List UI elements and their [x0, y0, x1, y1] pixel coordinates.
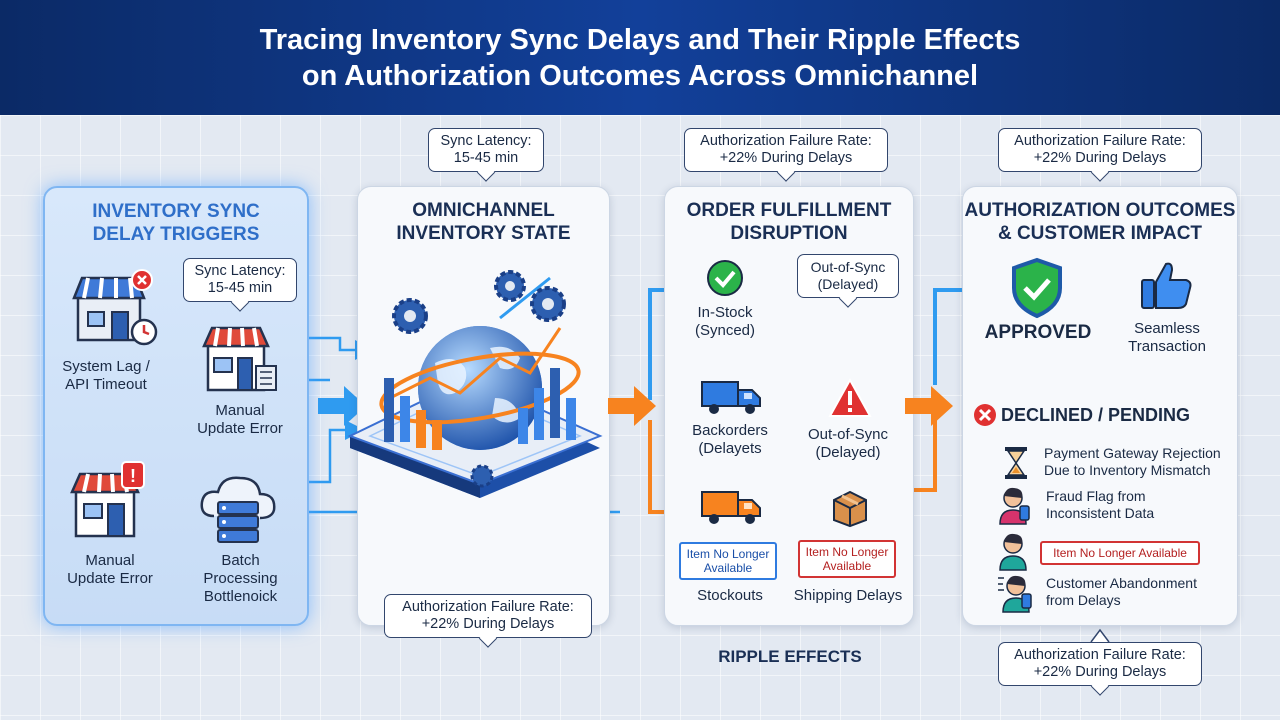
- hourglass-icon: [1005, 447, 1027, 479]
- arrow-fulfillment-to-outcomes-icon: [905, 386, 953, 426]
- in-stock-label: In-Stock (Synced): [694, 304, 756, 339]
- declined-x-icon: [974, 404, 996, 426]
- seamless-transaction-label: Seamless Transaction: [1128, 320, 1206, 355]
- fraud-flag-label: Fraud Flag from Inconsistent Data: [1046, 488, 1155, 521]
- manual-update-label-b: Manual Update Error: [67, 552, 153, 587]
- cloud-server-icon: [200, 476, 276, 543]
- arrow-state-to-fulfillment-icon: [608, 386, 656, 426]
- out-of-sync-top-callout: Out-of-Sync (Delayed): [797, 254, 899, 298]
- omnichannel-globe-illustration: [347, 270, 603, 498]
- store-error-icon: [72, 269, 158, 346]
- alert-item-unavailable-red: Item No Longer Available: [798, 540, 896, 578]
- fulfillment-title: ORDER FULFILLMENT DISRUPTION: [686, 200, 892, 244]
- bottom-callout-pointer: [1090, 628, 1110, 643]
- backorders-label: Backorders (Delayets: [692, 422, 768, 457]
- approved-label: APPROVED: [984, 322, 1092, 343]
- blue-truck-icon: [701, 381, 761, 414]
- shipping-delays-label: Shipping Delays: [793, 587, 903, 604]
- shield-check-icon: [1012, 257, 1062, 319]
- inventory-failure-callout: Authorization Failure Rate: +22% During …: [384, 594, 592, 638]
- page-title: Tracing Inventory Sync Delays and Their …: [260, 22, 1021, 94]
- manual-update-label-a: Manual Update Error: [197, 402, 283, 437]
- triggers-latency-callout: Sync Latency: 15-45 min: [183, 258, 297, 302]
- outcomes-title: AUTHORIZATION OUTCOMES & CUSTOMER IMPACT: [964, 200, 1236, 244]
- orange-truck-icon: [701, 491, 761, 524]
- system-lag-label: System Lag / API Timeout: [62, 358, 150, 393]
- thumbs-up-icon: [1141, 262, 1192, 309]
- outcomes-failure-callout: Authorization Failure Rate: +22% During …: [998, 128, 1202, 172]
- warning-triangle-icon: [828, 377, 872, 417]
- gateway-rejection-label: Payment Gateway Rejection Due to Invento…: [1044, 445, 1221, 478]
- triggers-title: INVENTORY SYNC DELAY TRIGGERS: [92, 201, 260, 245]
- title-line-2: on Authorization Outcomes Across Omnicha…: [301, 59, 979, 92]
- package-box-icon: [833, 490, 867, 528]
- abandon-person-icon: [998, 575, 1032, 613]
- manual-update-store-icon: [202, 326, 277, 392]
- inventory-latency-callout: Sync Latency: 15-45 min: [428, 128, 544, 172]
- check-circle-icon: [707, 260, 743, 296]
- header-banner: Tracing Inventory Sync Delays and Their …: [0, 0, 1280, 115]
- declined-pending-label: DECLINED / PENDING: [1001, 405, 1191, 425]
- fraud-person-icon: [999, 487, 1030, 525]
- customer-abandonment-label: Customer Abandonment from Delays: [1046, 575, 1197, 608]
- alert-item-unavailable-blue: Item No Longer Available: [679, 542, 777, 580]
- manual-update-alert-store-icon: !: [70, 461, 145, 538]
- ripple-effects-label: RIPPLE EFFECTS: [718, 647, 862, 666]
- fulfillment-failure-callout: Authorization Failure Rate: +22% During …: [684, 128, 888, 172]
- arrow-triggers-to-state-icon: [318, 386, 366, 426]
- inventory-state-title: OMNICHANNEL INVENTORY STATE: [396, 200, 571, 244]
- customer-person-icon: [999, 533, 1027, 571]
- out-of-sync-mid-label: Out-of-Sync (Delayed): [807, 426, 889, 461]
- batch-processing-label: Batch Processing Bottlenoick: [203, 552, 278, 605]
- outcomes-bottom-callout: Authorization Failure Rate: +22% During …: [998, 642, 1202, 686]
- item-unavailable-alert: Item No Longer Available: [1040, 541, 1200, 565]
- svg-text:!: !: [130, 466, 136, 486]
- title-line-1: Tracing Inventory Sync Delays and Their …: [259, 23, 1021, 56]
- stockouts-label: Stockouts: [697, 587, 763, 604]
